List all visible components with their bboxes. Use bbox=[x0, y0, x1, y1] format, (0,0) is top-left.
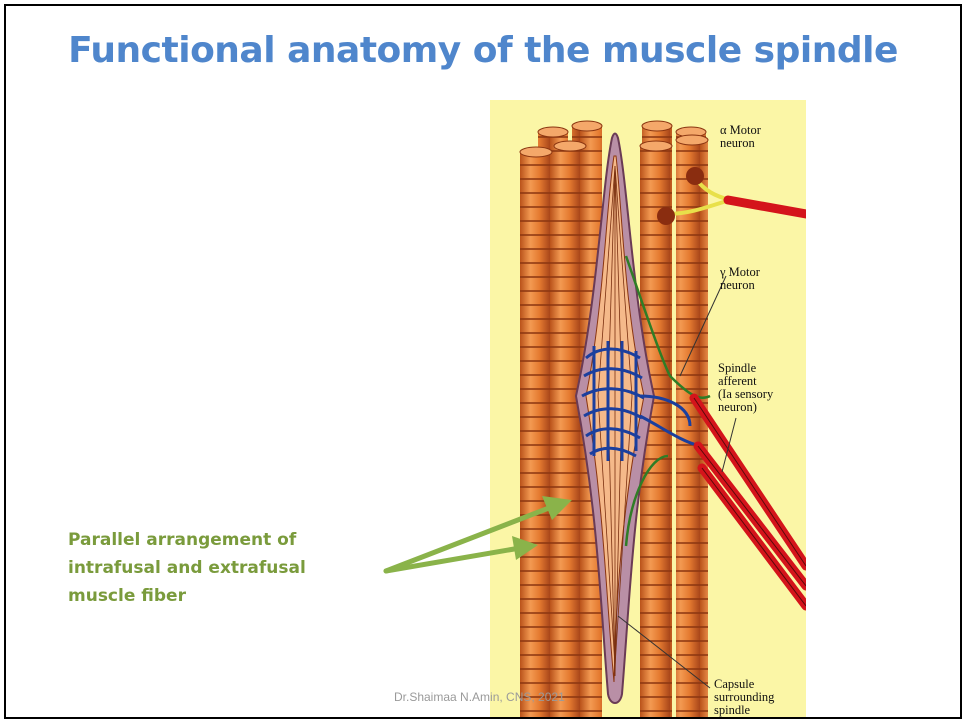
arrowhead-lower bbox=[512, 536, 538, 560]
slide-footer: Dr.Shaimaa N.Amin, CNS, 2021 bbox=[394, 690, 565, 704]
callout-arrows bbox=[6, 6, 962, 719]
slide: Functional anatomy of the muscle spindle bbox=[4, 4, 962, 719]
